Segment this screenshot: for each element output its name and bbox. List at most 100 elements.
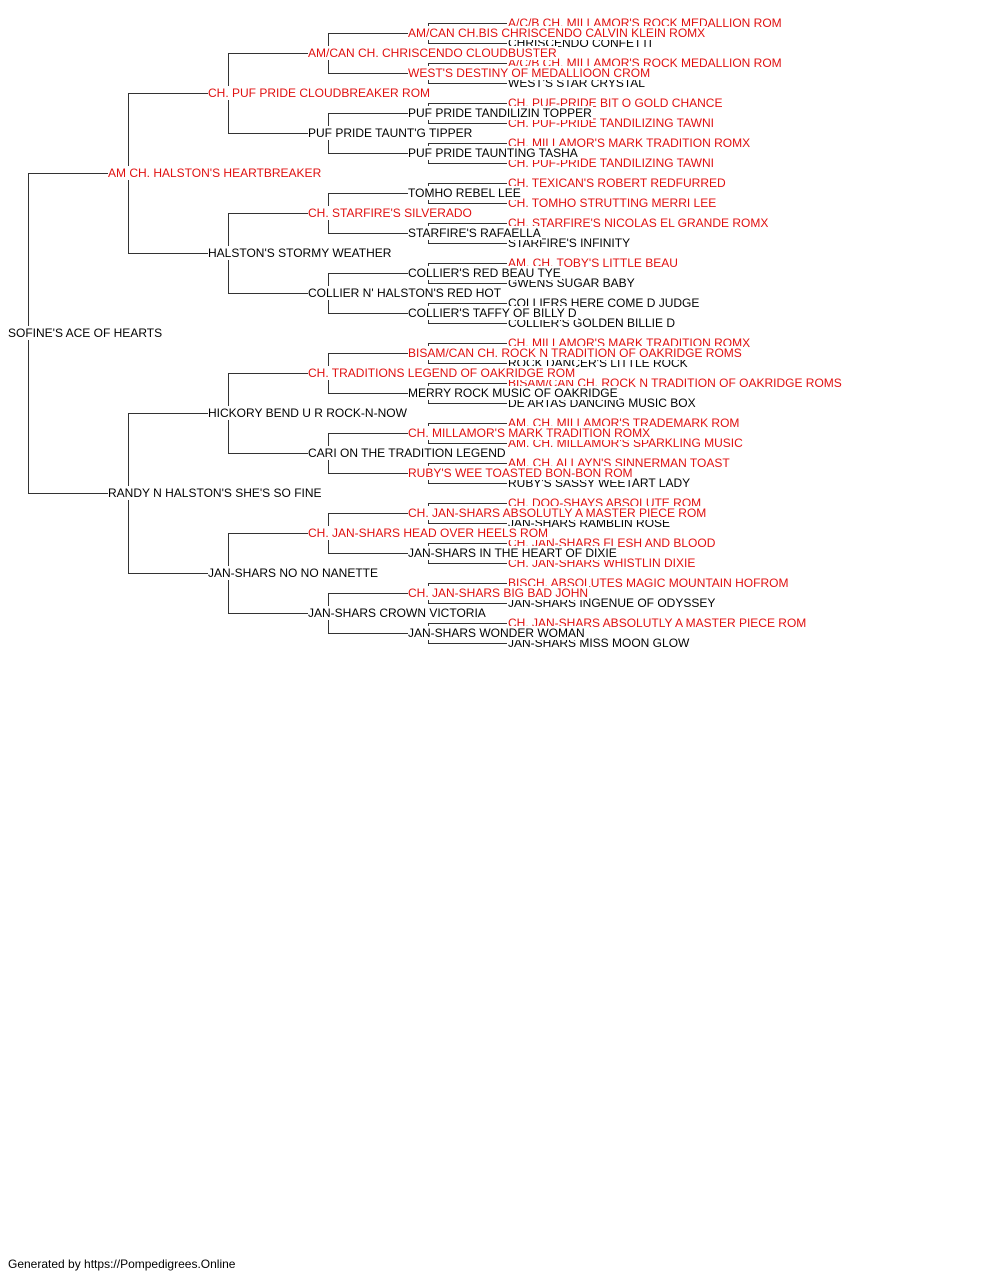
- ancestor-name: CH. MILLAMOR'S MARK TRADITION ROMX: [407, 426, 652, 440]
- connector-line: [228, 53, 308, 54]
- ancestor-name: HICKORY BEND U R ROCK-N-NOW: [207, 406, 408, 420]
- connector-line: [428, 123, 508, 124]
- connector-line: [128, 413, 208, 414]
- connector-line: [428, 77, 429, 83]
- connector-line: [428, 103, 508, 104]
- connector-line: [328, 33, 408, 34]
- connector-line: [428, 597, 429, 603]
- connector-line: [428, 397, 429, 403]
- connector-line: [428, 343, 508, 344]
- connector-line: [28, 493, 108, 494]
- connector-line: [428, 563, 508, 564]
- ancestor-name: RUBY'S WEE TOASTED BON-BON ROM: [407, 466, 634, 480]
- ancestor-name: JAN-SHARS NO NO NANETTE: [207, 566, 380, 580]
- connector-line: [328, 553, 408, 554]
- connector-line: [328, 273, 408, 274]
- ancestor-name: CH. PUF PRIDE CLOUDBREAKER ROM: [207, 86, 432, 100]
- connector-line: [328, 313, 408, 314]
- connector-line: [428, 317, 429, 323]
- connector-line: [428, 483, 508, 484]
- ancestor-name: CH. STARFIRE'S SILVERADO: [307, 206, 473, 220]
- connector-line: [128, 93, 208, 94]
- connector-line: [428, 357, 429, 363]
- ancestor-name: PUF PRIDE TAUNTING TASHA: [407, 146, 579, 160]
- ancestor-name: COLLIER N' HALSTON'S RED HOT: [307, 286, 503, 300]
- connector-line: [428, 543, 508, 544]
- connector-line: [428, 623, 508, 624]
- connector-line: [428, 203, 508, 204]
- ancestor-name: PUF PRIDE TANDILIZIN TOPPER: [407, 106, 593, 120]
- connector-line: [328, 353, 408, 354]
- connector-line: [428, 183, 508, 184]
- connector-line: [428, 237, 429, 243]
- footer-credit: Generated by https://Pompedigrees.Online: [8, 1257, 236, 1271]
- ancestor-name: WEST'S DESTINY OF MEDALLIOON CROM: [407, 66, 652, 80]
- connector-line: [428, 323, 508, 324]
- connector-line: [428, 83, 508, 84]
- ancestor-name: JAN-SHARS IN THE HEART OF DIXIE: [407, 546, 618, 560]
- connector-line: [428, 477, 429, 483]
- ancestor-name: PUF PRIDE TAUNT'G TIPPER: [307, 126, 474, 140]
- connector-line: [428, 163, 508, 164]
- ancestor-name: JAN-SHARS CROWN VICTORIA: [307, 606, 487, 620]
- connector-line: [428, 277, 429, 283]
- ancestor-name: CH. TOMHO STRUTTING MERRI LEE: [507, 196, 718, 210]
- connector-line: [428, 517, 429, 523]
- connector-line: [328, 593, 408, 594]
- ancestor-name: CH. STARFIRE'S NICOLAS EL GRANDE ROMX: [507, 216, 770, 230]
- ancestor-name: AM/CAN CH. CHRISCENDO CLOUDBUSTER: [307, 46, 558, 60]
- connector-line: [428, 443, 508, 444]
- connector-line: [328, 113, 408, 114]
- connector-line: [228, 453, 308, 454]
- connector-line: [328, 73, 408, 74]
- ancestor-name: HALSTON'S STORMY WEATHER: [207, 246, 393, 260]
- connector-line: [328, 473, 408, 474]
- connector-line: [228, 613, 308, 614]
- connector-line: [228, 373, 308, 374]
- ancestor-name: CH. TEXICAN'S ROBERT REDFURRED: [507, 176, 727, 190]
- ancestor-name: MERRY ROCK MUSIC OF OAKRIDGE: [407, 386, 619, 400]
- connector-line: [228, 133, 308, 134]
- ancestor-name: STARFIRE'S RAFAELLA: [407, 226, 542, 240]
- connector-line: [128, 573, 208, 574]
- ancestor-name: CARI ON THE TRADITION LEGEND: [307, 446, 507, 460]
- connector-line: [428, 503, 508, 504]
- connector-line: [428, 117, 429, 123]
- subject-name: SOFINE'S ACE OF HEARTS: [7, 326, 164, 340]
- connector-line: [428, 63, 508, 64]
- connector-line: [428, 157, 429, 163]
- ancestor-name: CH. JAN-SHARS ABSOLUTLY A MASTER PIECE R…: [407, 506, 708, 520]
- connector-line: [428, 143, 508, 144]
- connector-line: [128, 253, 208, 254]
- ancestor-name: CH. TRADITIONS LEGEND OF OAKRIDGE ROM: [307, 366, 577, 380]
- ancestor-name: BISAM/CAN CH. ROCK N TRADITION OF OAKRID…: [407, 346, 743, 360]
- ancestor-name: AM/CAN CH.BIS CHRISCENDO CALVIN KLEIN RO…: [407, 26, 707, 40]
- connector-line: [428, 523, 508, 524]
- connector-line: [428, 463, 508, 464]
- ancestor-name: COLLIER'S RED BEAU TYE: [407, 266, 562, 280]
- connector-line: [428, 583, 508, 584]
- connector-line: [428, 557, 429, 563]
- connector-line: [328, 153, 408, 154]
- ancestor-name: CH. JAN-SHARS HEAD OVER HEELS ROM: [307, 526, 550, 540]
- connector-line: [228, 293, 308, 294]
- connector-line: [428, 43, 508, 44]
- connector-line: [28, 173, 108, 174]
- connector-line: [428, 303, 508, 304]
- connector-line: [428, 403, 508, 404]
- connector-line: [428, 423, 508, 424]
- connector-line: [428, 283, 508, 284]
- connector-line: [328, 633, 408, 634]
- connector-line: [328, 193, 408, 194]
- connector-line: [428, 223, 508, 224]
- connector-line: [228, 533, 308, 534]
- ancestor-name: RANDY N HALSTON'S SHE'S SO FINE: [107, 486, 323, 500]
- ancestor-name: COLLIER'S TAFFY OF BILLY D: [407, 306, 578, 320]
- connector-line: [328, 233, 408, 234]
- connector-line: [428, 603, 508, 604]
- connector-line: [428, 637, 429, 643]
- connector-line: [428, 197, 429, 203]
- connector-line: [428, 383, 508, 384]
- ancestor-name: CH. JAN-SHARS BIG BAD JOHN: [407, 586, 590, 600]
- connector-line: [428, 643, 508, 644]
